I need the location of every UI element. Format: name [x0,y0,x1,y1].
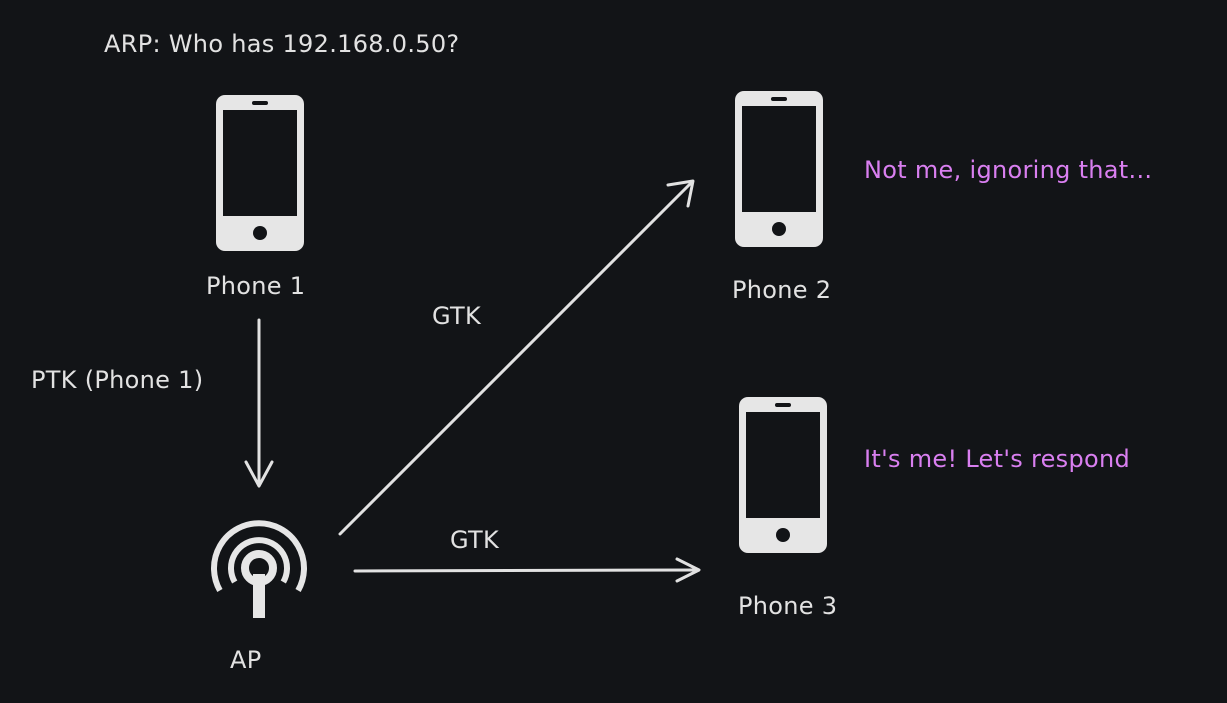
gtk-edge-label-phone2: GTK [432,302,482,330]
phone1-label: Phone 1 [206,272,306,300]
phone2-label: Phone 2 [732,276,832,304]
smartphone-icon [216,95,304,251]
smartphone-icon [735,91,823,247]
ptk-edge-label: PTK (Phone 1) [31,366,204,394]
ap-label: AP [230,646,262,674]
arrow-ap-to-phone2 [338,179,695,536]
arp-request-label: ARP: Who has 192.168.0.50? [104,30,460,58]
arrow-ap-to-phone3 [353,557,701,583]
gtk-edge-label-phone3: GTK [450,526,500,554]
phone2-note: Not me, ignoring that... [864,156,1153,184]
arrow-phone1-to-ap [244,318,274,488]
smartphone-icon [739,397,827,553]
phone3-label: Phone 3 [738,592,838,620]
wireless-access-point-icon [211,520,307,618]
phone3-note: It's me! Let's respond [864,445,1131,473]
